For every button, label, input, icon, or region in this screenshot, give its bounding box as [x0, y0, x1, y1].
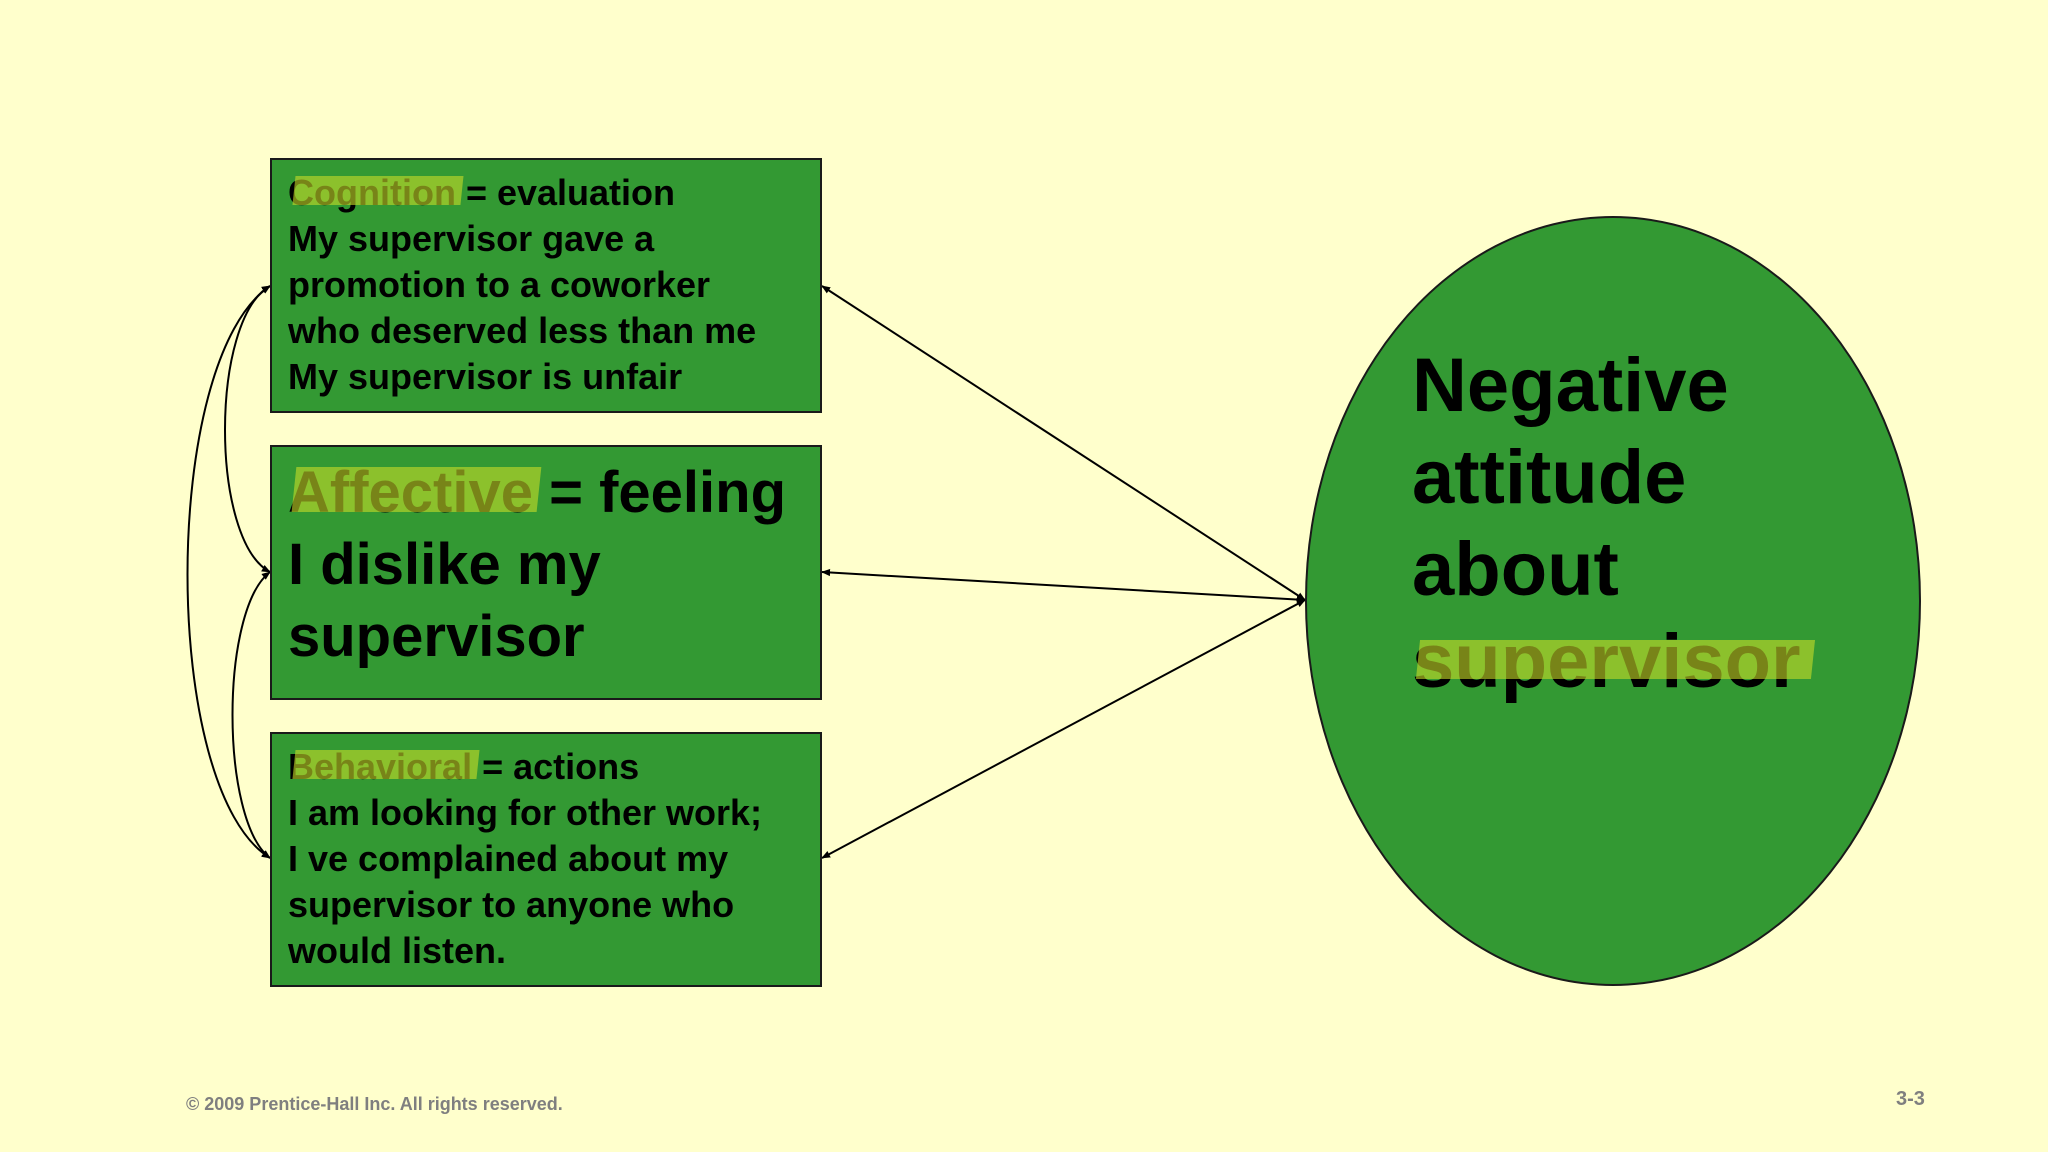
affective-term: Affective — [288, 457, 533, 529]
affective-definition: = feeling — [532, 460, 786, 525]
behavioral-definition: = actions — [472, 746, 640, 787]
slide-number: 3-3 — [1896, 1088, 1925, 1110]
behavioral-heading: Behavioral = actions — [288, 744, 804, 790]
arrow-attitude-affective — [821, 568, 1306, 604]
arrow-cognition-behavioral — [186, 285, 271, 859]
attitude-highlight-word: supervisor — [1412, 616, 1801, 708]
affective-line: supervisor — [288, 604, 585, 669]
cognition-line: My supervisor gave a — [288, 218, 655, 259]
cognition-line: My supervisor is unfair — [288, 356, 683, 397]
arrow-cognition-affective — [224, 285, 271, 573]
attitude-line: about — [1412, 527, 1619, 612]
attitude-oval — [1305, 216, 1921, 986]
affective-box: Affective = feeling I dislike my supervi… — [270, 445, 822, 700]
attitude-line: Negative — [1412, 343, 1729, 428]
behavioral-line: I ve complained about my — [288, 838, 729, 879]
attitude-label: Negative attitude about supervisor — [1412, 340, 1912, 708]
cognition-line: who deserved less than me — [288, 310, 757, 351]
cognition-definition: = evaluation — [455, 172, 676, 213]
affective-heading: Affective = feeling — [288, 457, 804, 529]
behavioral-box: Behavioral = actions I am looking for ot… — [270, 732, 822, 987]
cognition-box: Cognition = evaluation My supervisor gav… — [270, 158, 822, 413]
behavioral-line: I am looking for other work; — [288, 792, 763, 833]
arrow-attitude-cognition — [821, 285, 1306, 601]
cognition-term: Cognition — [288, 170, 456, 216]
behavioral-term: Behavioral — [288, 744, 472, 790]
attitude-line-highlighted: supervisor — [1412, 616, 1912, 708]
cognition-line: promotion to a coworker — [288, 264, 711, 305]
attitude-line: attitude — [1412, 435, 1687, 520]
arrow-attitude-behavioral — [821, 599, 1306, 859]
copyright-notice: © 2009 Prentice-Hall Inc. All rights res… — [186, 1094, 563, 1114]
behavioral-line: supervisor to anyone who — [288, 884, 735, 925]
cognition-heading: Cognition = evaluation — [288, 170, 804, 216]
arrow-affective-behavioral — [231, 571, 271, 859]
behavioral-line: would listen. — [288, 930, 507, 971]
affective-line: I dislike my — [288, 532, 601, 597]
